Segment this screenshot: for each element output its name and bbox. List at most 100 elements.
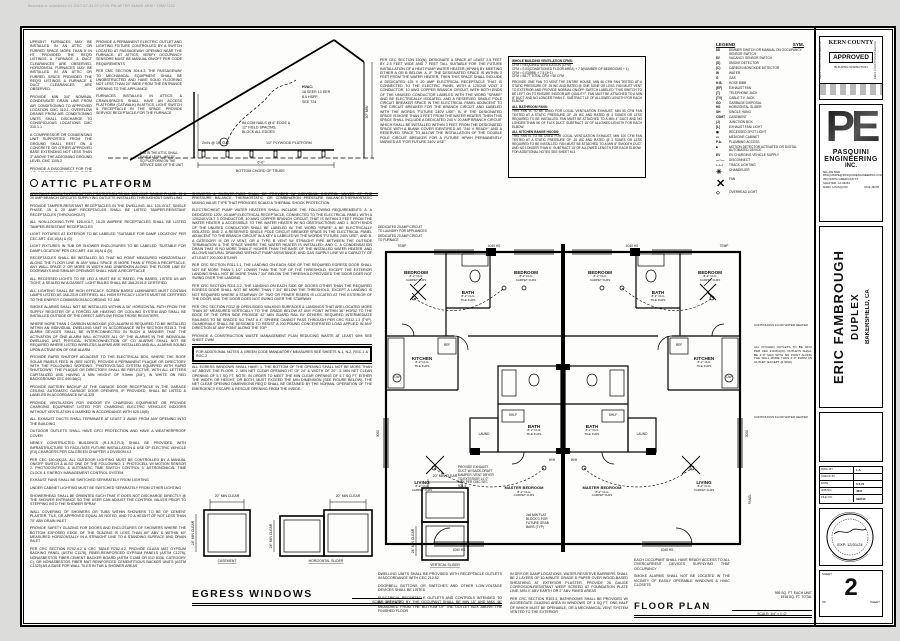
temp-glass-tag: TEMP	[719, 244, 729, 248]
county-name: KERN COUNTY	[828, 40, 874, 46]
water-icon: W	[716, 71, 720, 76]
truss-note: BOTTOM CHORD OF TRUSS	[236, 169, 285, 173]
co-detector-icon: (C)	[716, 66, 721, 71]
laundry-tag: LAUND	[478, 432, 490, 436]
window-tag: 3050	[376, 430, 380, 438]
note: PROVIDE A PERMANENT ELECTRIC OUTLET AND …	[96, 40, 182, 66]
exhaust-fan-icon: (EF)	[716, 85, 723, 90]
garbage-disposal-icon: GD	[716, 100, 721, 105]
note: FURNACES INSTALLED IN ATTICS & CRAWLSPAC…	[96, 94, 182, 116]
egress-window-diagrams: 20" MIN CLEAR 20" MIN CLEAR 20" MIN CLEA…	[191, 474, 469, 567]
water-heater-tag: W/H	[570, 458, 578, 462]
bottom-notes-a: DWELLING UNITS SHALL BE PROVIDED WITH RE…	[378, 572, 502, 613]
note: PER CMC SECTION 304.4.3, THE PASSAGEWAY …	[96, 69, 182, 91]
drawing-sheet: UPRIGHT FURNACES MAY BE INSTALLED IN AN …	[20, 26, 896, 627]
furnace-notes-col-b: PROVIDE A PERMANENT ELECTRIC OUTLET AND …	[96, 40, 182, 160]
casement-icon: CSMT	[716, 115, 726, 120]
attic-platform-diagram: HVAC: 16 SEER 13 EER 8.5 HSPF SEE T24 8d…	[108, 39, 374, 173]
project-title-block: ERIC FAMBROUGH DUPLEX BAKERSFIELD, CA	[819, 226, 883, 408]
bottom-notes-c: EACH OCCUPANT SHALL HAVE READY ACCESS TO…	[634, 558, 730, 587]
svg-text:12" FIELD SPACING,: 12" FIELD SPACING,	[242, 126, 276, 130]
note: PROVIDE MIN 3/4" NOMINAL CONDENSATE DRAI…	[30, 95, 92, 130]
svg-text:8.5 HSPF: 8.5 HSPF	[302, 95, 318, 99]
sheet-number-box: SHEET 2 OF SHEET	[819, 570, 883, 617]
sheet-number: 2	[844, 574, 858, 601]
ref-tag: REF	[443, 343, 451, 347]
hpwh-note-column: PER CEC SECTION 150(N), DESIGNATE A SPAC…	[380, 58, 502, 144]
dw-tag: DW	[726, 375, 732, 379]
chandelier-icon: ✳	[716, 168, 722, 176]
vacancy-sensor-icon: $V	[716, 56, 720, 61]
scanner-header-text: Scanned or scheduled 01 2017-07-24 07:17…	[28, 4, 175, 8]
junction-box-icon: (J)	[716, 120, 720, 125]
vertical-slider-label: VERTICAL SLIDER	[430, 563, 460, 567]
sheet-label: SHEET	[822, 572, 833, 576]
detail-bubble-icon	[30, 178, 38, 187]
seal-expiry: EXP. 12/31/24	[837, 542, 863, 547]
window-tag: 4040 HS	[452, 548, 466, 552]
single-hung-icon: SH	[716, 110, 721, 115]
stamp-side-text: KERN COUNTY ENGINEERING	[874, 41, 877, 79]
client-name: ERIC FAMBROUGH	[831, 250, 846, 384]
kern-county-stamp: KERN COUNTY ENGINEERING KERN COUNTY APPR…	[819, 36, 883, 100]
plywood-note: 1/2" PLYWOOD PLATFORM	[266, 141, 312, 145]
dimmer-switch-icon: $D	[716, 48, 721, 52]
firm-contact: 661.209.5620 PASQUINIPE@PASQUINIENGINEER…	[823, 169, 883, 189]
ventilation-calcs-box: WHOLE BUILDING VENTILATION CFMS: CFM = R…	[508, 56, 646, 178]
fan-icon: ✕	[716, 177, 726, 190]
dw-tag: DW	[394, 375, 400, 379]
note: PROVIDE A DISCONNECT FOR THE A/C COMPRES…	[30, 166, 92, 172]
section-title: FLOOR PLAN	[634, 601, 711, 612]
department-name: BUILDING INSPECTION	[834, 65, 868, 69]
svg-text:BLOCK ALL EDGES: BLOCK ALL EDGES	[242, 130, 275, 134]
note: A COMPRESSOR OR CONDENSING UNIT SUPPORTE…	[30, 133, 92, 163]
revision-box	[819, 412, 883, 462]
svg-text:SEE T24: SEE T24	[302, 100, 316, 104]
pe-logo: PE	[820, 105, 882, 149]
phone-jack-icon: (T)	[716, 90, 721, 95]
motion-detector-icon: ■	[716, 144, 718, 149]
egress-windows-heading: EGRESS WINDOWS	[192, 584, 502, 606]
svg-text:24" MIN CLEAR: 24" MIN CLEAR	[411, 528, 415, 553]
horizontal-slider-icon: HS	[716, 105, 721, 110]
firm-name: PASQUINI	[832, 148, 870, 156]
furnace-notes-col-a: UPRIGHT FURNACES MAY BE INSTALLED IN AN …	[30, 40, 92, 172]
egress-requirements-note: ALL EGRESS WINDOWS SHALL HAVE: 1. THE BO…	[192, 365, 372, 391]
sheet-label-2: SHEET	[869, 600, 880, 604]
water-heater-callout: CONTINUOUS FLOW WATER HEATER	[754, 415, 808, 419]
temp-glass-tag: TEMP	[397, 244, 407, 248]
platform-width-dim: 6'-0"	[257, 161, 265, 165]
project-city: BAKERSFIELD, CA	[865, 289, 871, 345]
track-lighting-icon: •–•–•	[716, 162, 723, 167]
nailing-note: 8d COM NAILS @ 6" EDGE &	[242, 121, 291, 125]
shelf-tag: SHLF	[508, 413, 518, 417]
cable-tv-icon: (TV)	[716, 95, 723, 100]
plumbing-notes-column: SHOWERS & SHOWER-TUBS SHALL BE PROVIDED …	[192, 192, 372, 391]
water-heater-callout: CONTINUOUS FLOW WATER HEATER	[754, 323, 808, 327]
horizontal-slider-label: HORIZONTAL SLIDER	[309, 559, 344, 563]
height-dim: 30" MIN	[365, 105, 369, 118]
overhead-light-icon: ◇	[716, 190, 720, 197]
casement-label: CASEMENT	[218, 559, 237, 563]
green-code-box-note: FOR ADDITIONAL NOTES & GREEN CODE MANDAT…	[192, 344, 372, 365]
panel-tag: PANEL	[748, 494, 752, 505]
plumbing-access-icon: P.A.	[716, 139, 722, 144]
floor-plan-area: 959 SQ. FT. EACH UNIT 1918 SQ. FT. TOTAL	[774, 591, 812, 600]
legend-sym-header: SYM.	[792, 42, 804, 47]
window-tag: 4040 HS	[487, 244, 501, 248]
note: UPRIGHT FURNACES MAY BE INSTALLED IN AN …	[30, 40, 92, 92]
engineer-logo-block: PE PASQUINI ENGINEERING INC. 661.209.562…	[819, 104, 883, 222]
svg-text:24" MIN CLEAR: 24" MIN CLEAR	[269, 523, 273, 548]
